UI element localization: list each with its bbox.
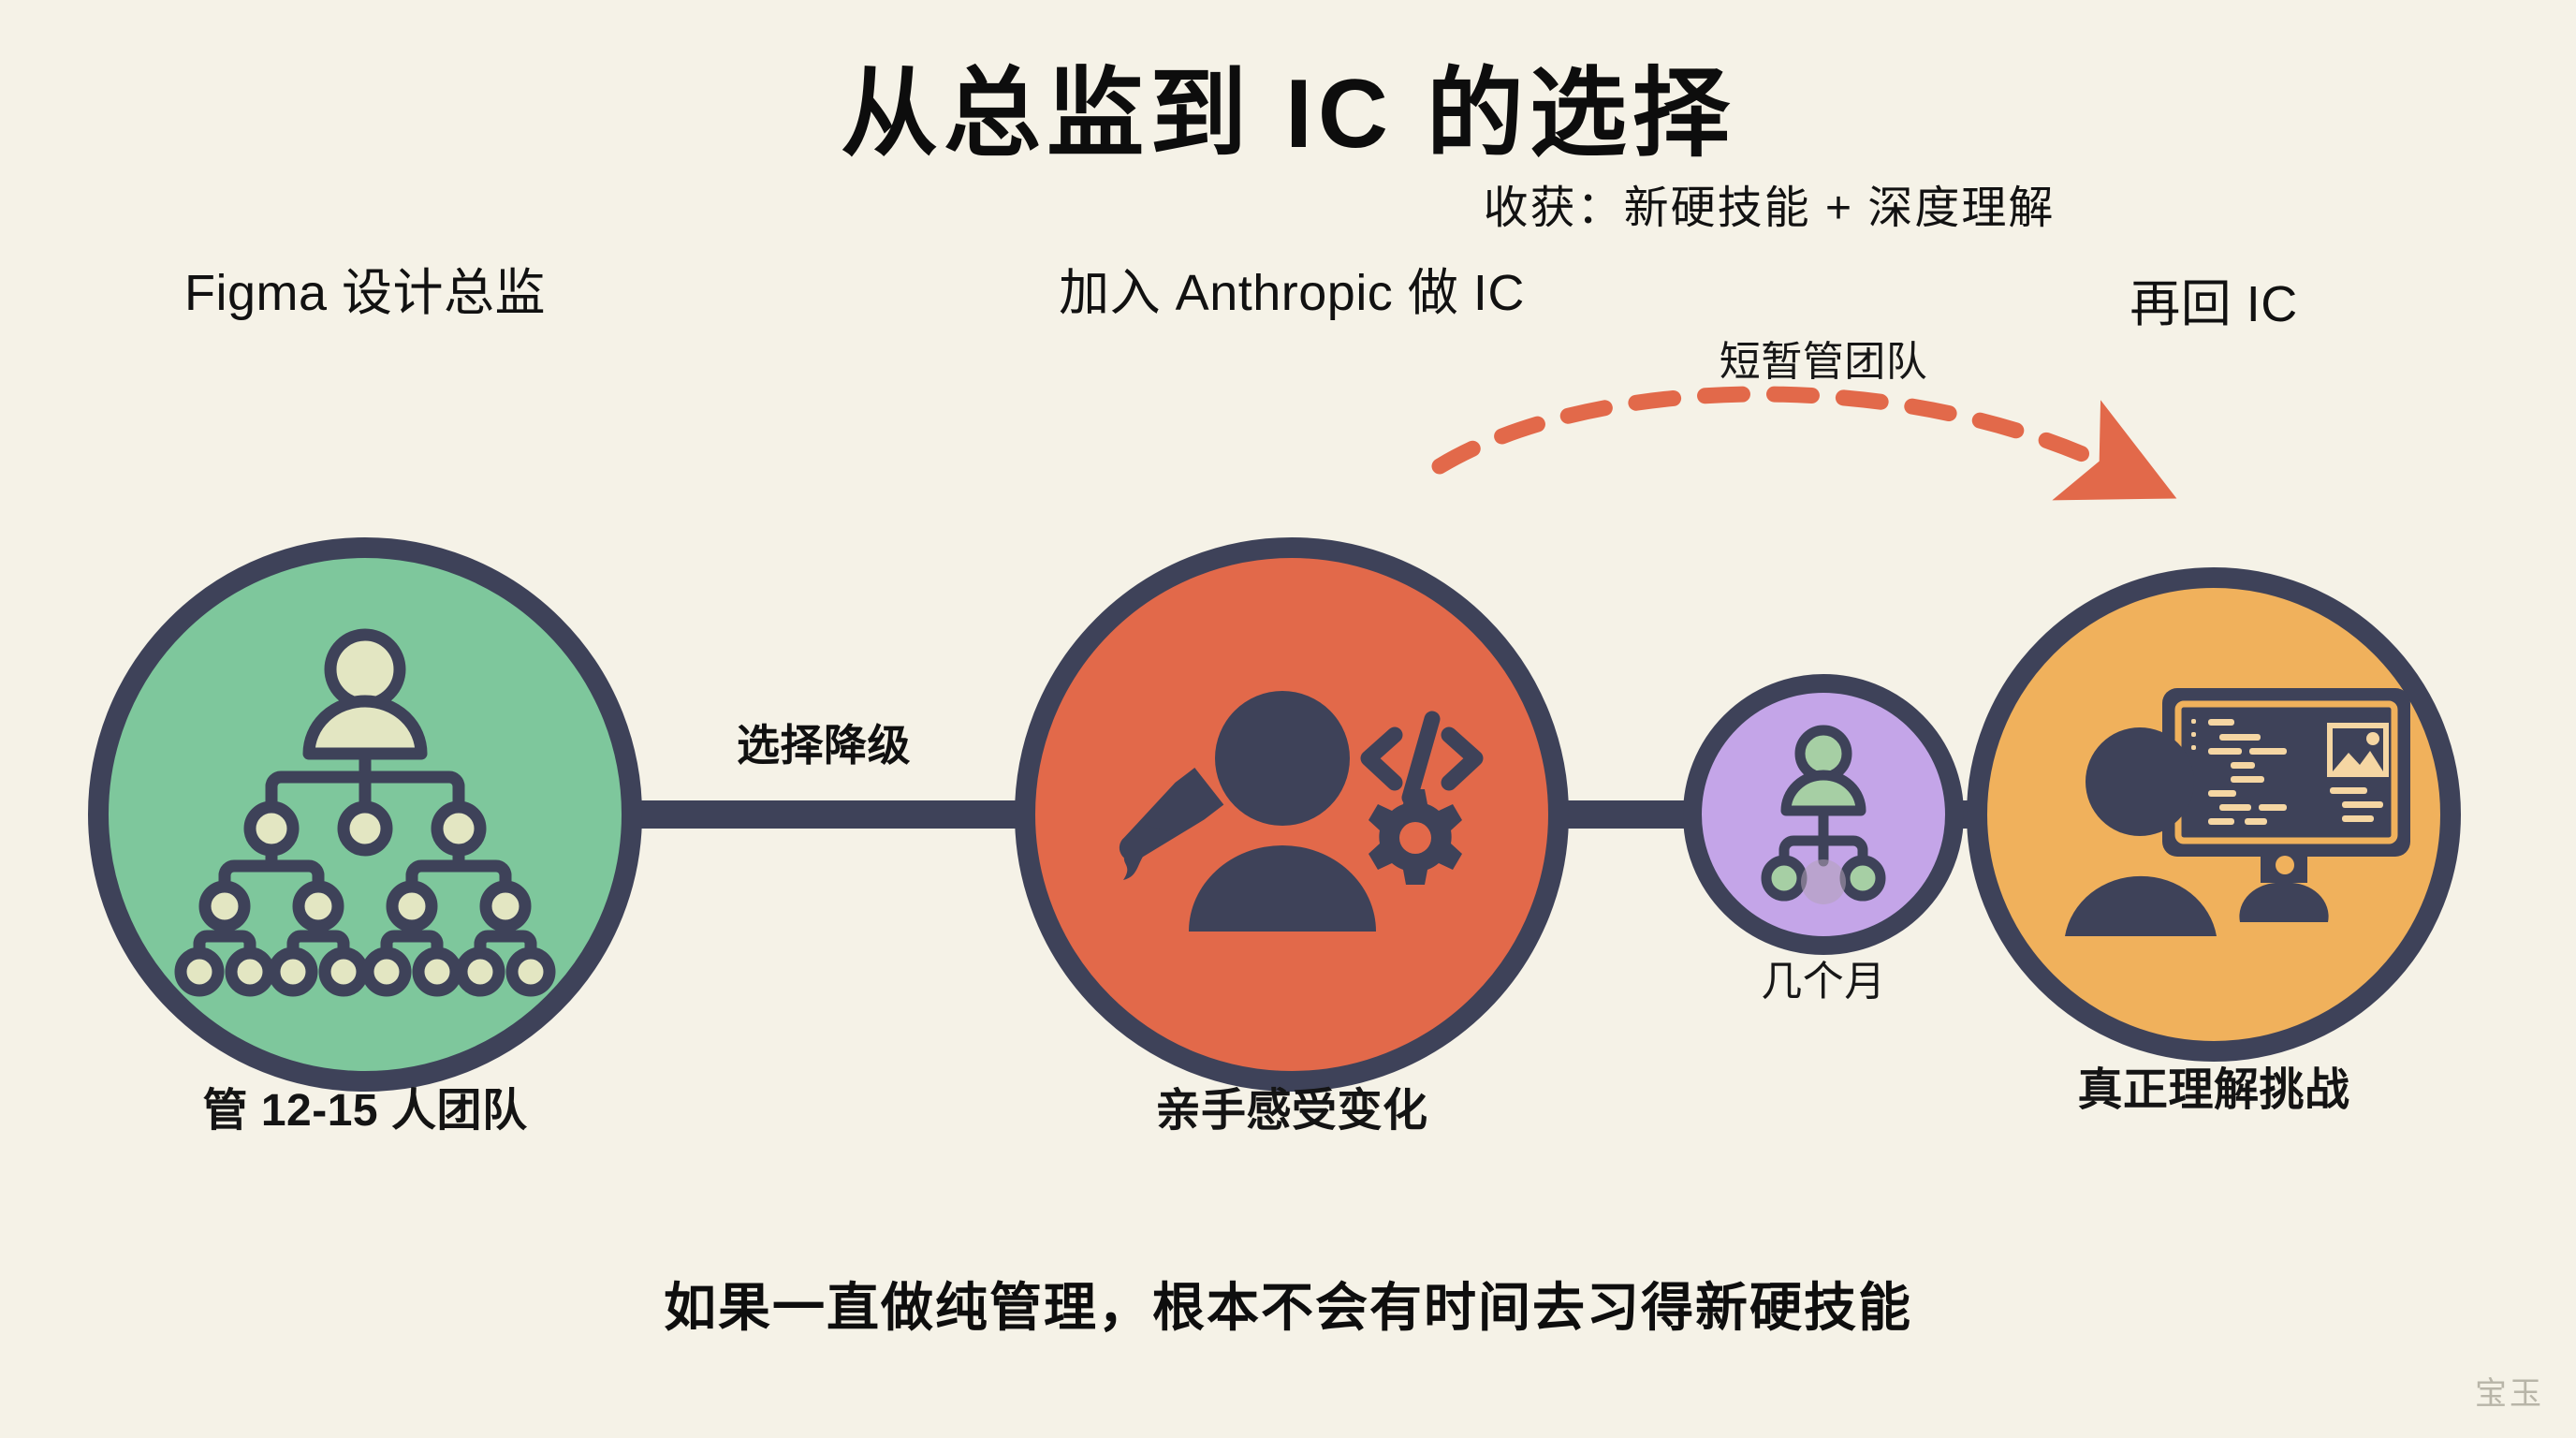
node-caption-figma-director: 管 12-15 人团队 <box>202 1086 528 1136</box>
gear-icon <box>1368 789 1462 885</box>
watermark: 宝玉 <box>2475 1376 2544 1412</box>
gain-annotation-label: 收获：新硬技能 + 深度理解 <box>1483 183 2056 233</box>
node-label-anthropic-ic: 加入 Anthropic 做 IC <box>1059 265 1525 321</box>
node-brief-manager[interactable] <box>1683 674 1964 955</box>
edge-label-demotion: 选择降级 <box>737 721 911 770</box>
monitor-icon <box>2162 688 2410 922</box>
person-silhouette-icon <box>2065 727 2217 936</box>
code-brackets-icon <box>1360 711 1484 806</box>
node-back-to-ic[interactable] <box>1967 567 2461 1062</box>
node-label-brief-manager: 短暂管团队 <box>1719 339 1928 385</box>
designer-coder-person-icon <box>1119 691 1484 932</box>
page-title: 从总监到 IC 的选择 <box>841 60 1735 169</box>
footnote-text: 如果一直做纯管理，根本不会有时间去习得新硬技能 <box>664 1278 1912 1337</box>
node-anthropic-ic[interactable] <box>1015 537 1569 1092</box>
gain-arrow <box>1431 386 2177 501</box>
node-caption-brief-manager: 几个月 <box>1761 959 1886 1005</box>
paintbrush-icon <box>1119 768 1224 880</box>
person-silhouette-icon <box>1189 691 1376 932</box>
faded-node-icon <box>1801 859 1846 904</box>
node-caption-back-to-ic: 真正理解挑战 <box>2077 1065 2350 1115</box>
person-at-monitor-icon <box>2065 688 2410 936</box>
small-team-org-icon <box>1761 725 1886 904</box>
node-label-figma-director: Figma 设计总监 <box>183 265 547 321</box>
node-figma-director[interactable] <box>88 537 642 1092</box>
org-chart-hierarchy-icon <box>174 628 556 997</box>
node-label-back-to-ic: 再回 IC <box>2130 276 2298 332</box>
node-caption-anthropic-ic: 亲手感受变化 <box>1155 1086 1428 1136</box>
